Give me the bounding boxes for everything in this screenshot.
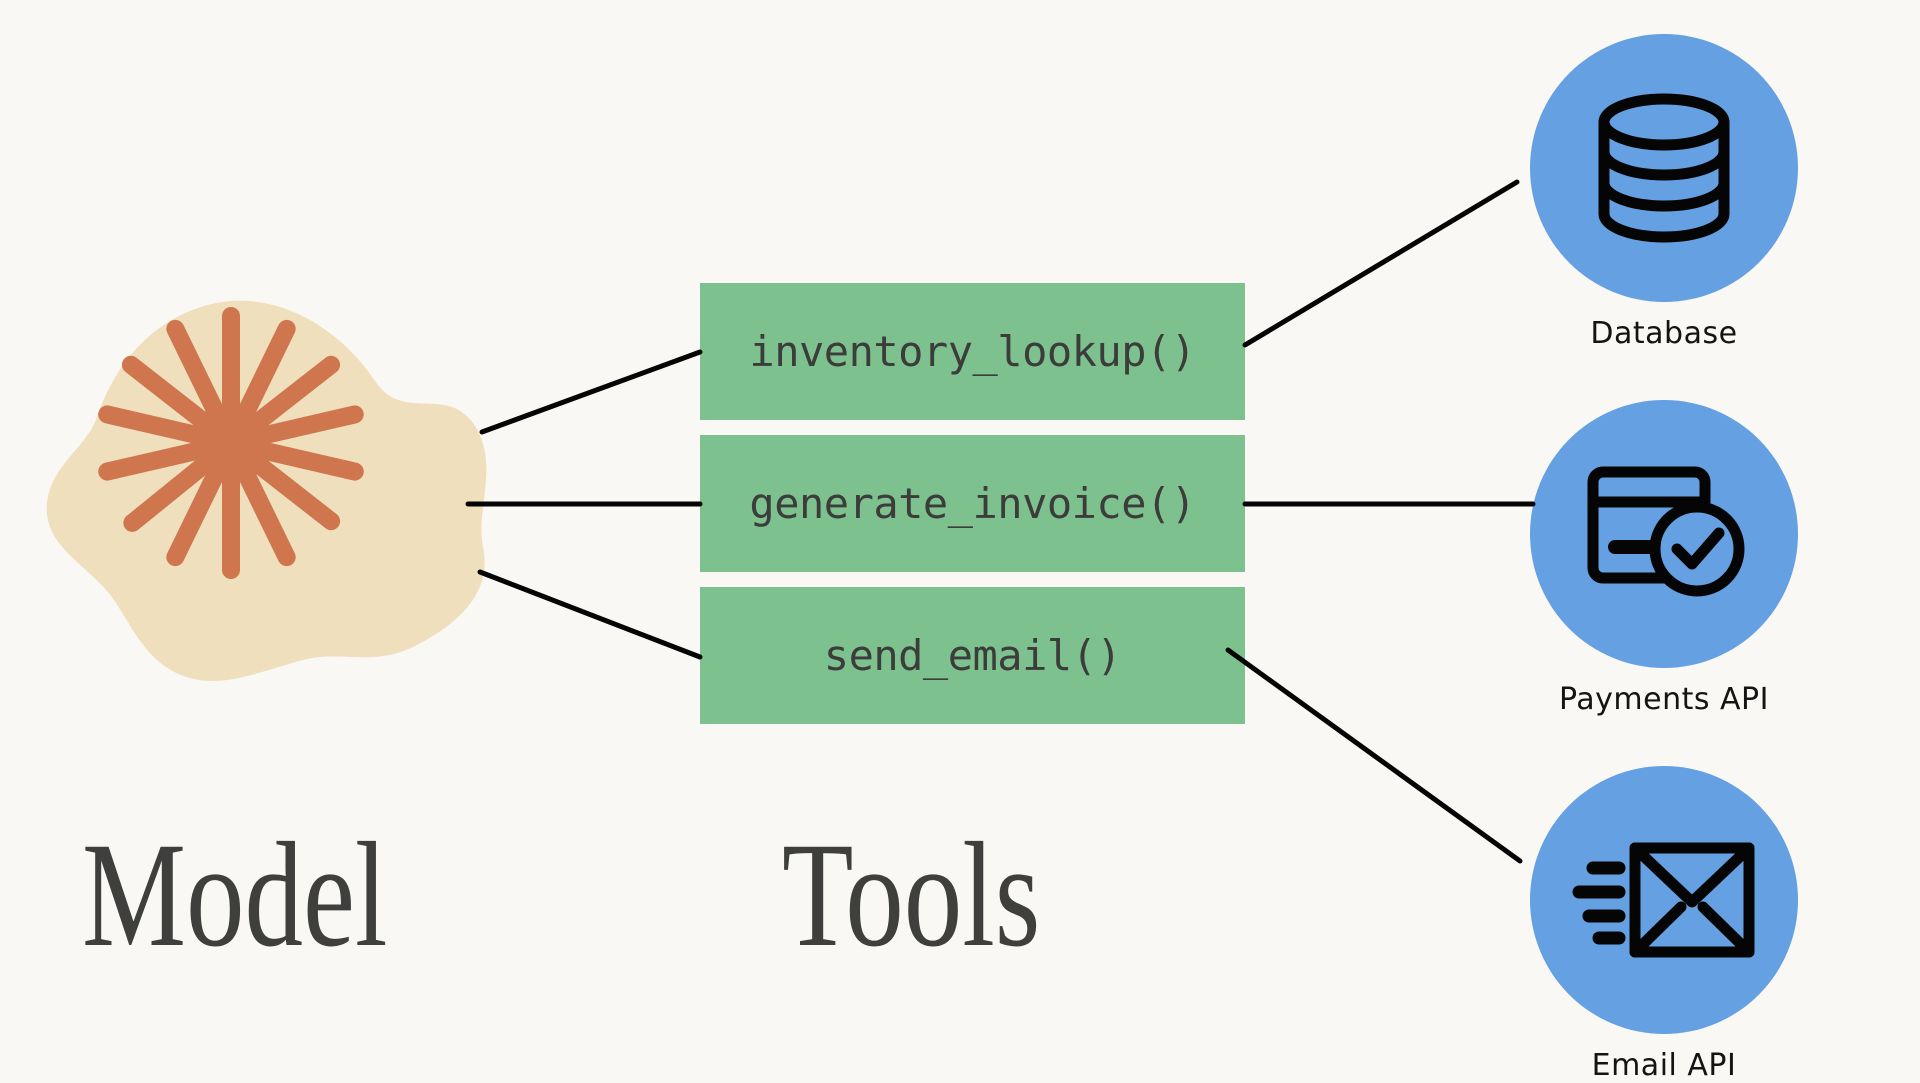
tool-label: generate_invoice() (749, 479, 1196, 528)
edge-model-to-send-email (477, 569, 703, 660)
tool-box-inventory-lookup[interactable]: inventory_lookup() (700, 283, 1245, 420)
tool-label: inventory_lookup() (749, 327, 1196, 376)
edge-send-email-to-email-api (1225, 647, 1523, 864)
tool-box-send-email[interactable]: send_email() (700, 587, 1245, 724)
credit-card-check-icon (1587, 466, 1745, 597)
starburst-icon (98, 307, 364, 579)
service-node-database[interactable]: Database (1530, 34, 1798, 351)
tool-box-generate-invoice[interactable]: generate_invoice() (700, 435, 1245, 572)
edge-inventory-lookup-to-database (1242, 179, 1520, 348)
service-circle (1530, 400, 1798, 668)
service-node-payments-api[interactable]: Payments API (1530, 400, 1798, 717)
model-node[interactable] (45, 295, 495, 690)
database-icon (1598, 93, 1730, 243)
envelope-send-icon (1572, 842, 1755, 958)
service-label: Payments API (1559, 682, 1769, 717)
service-circle (1530, 766, 1798, 1034)
edge-model-to-inventory-lookup (479, 349, 703, 435)
tool-label: send_email() (823, 631, 1122, 680)
service-circle (1530, 34, 1798, 302)
service-label: Email API (1591, 1048, 1737, 1083)
caption-tools: Tools (782, 812, 1041, 978)
service-label: Database (1590, 316, 1738, 351)
service-node-email-api[interactable]: Email API (1530, 766, 1798, 1083)
model-blob (46, 300, 487, 681)
caption-model: Model (82, 812, 388, 978)
